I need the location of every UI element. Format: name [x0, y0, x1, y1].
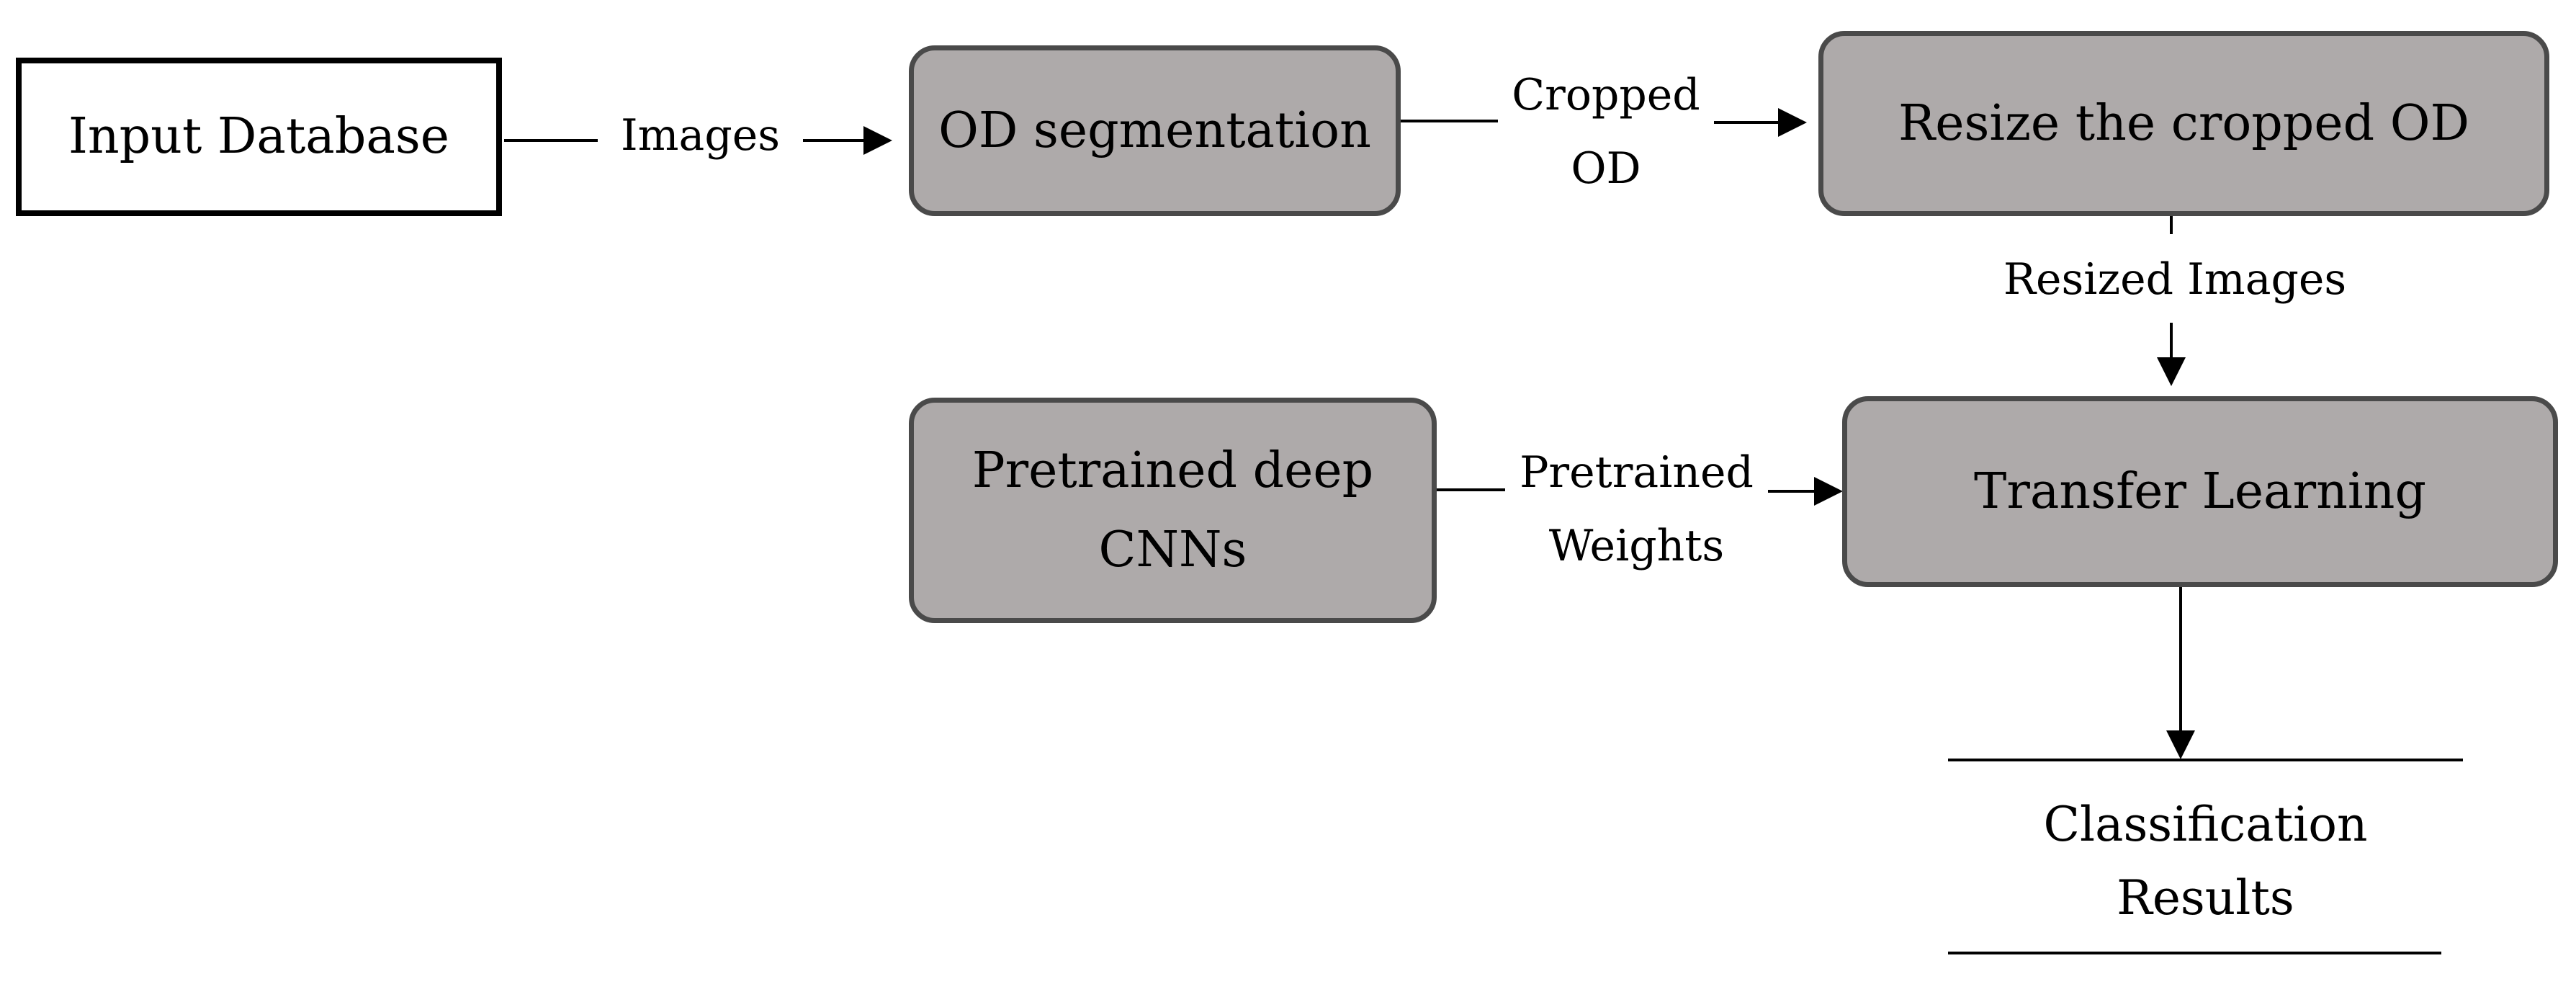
transfer-learning-label: Transfer Learning	[1974, 462, 2426, 520]
edge-label-images: Images	[620, 110, 781, 161]
edge-label-cropped-od-line1: Cropped	[1512, 70, 1700, 120]
edge-label-cropped-od-line2: OD	[1571, 143, 1641, 194]
transfer-learning-node: Transfer Learning	[1842, 396, 2558, 587]
input-database-label: Input Database	[68, 108, 450, 165]
resize-cropped-od-label: Resize the cropped OD	[1898, 94, 2469, 152]
input-database-node: Input Database	[16, 58, 502, 216]
pretrained-cnns-node: Pretrained deep CNNs	[909, 398, 1437, 623]
classification-results-line2: Results	[2117, 870, 2294, 926]
pretrained-cnns-line1: Pretrained deep	[971, 442, 1374, 499]
od-segmentation-node: OD segmentation	[909, 45, 1401, 216]
classification-results-node: Classification Results	[1948, 801, 2463, 922]
edge-label-resized-images: Resized Images	[2003, 254, 2347, 305]
edge-label-pretrained-weights: Pretrained Weights	[1509, 451, 1764, 568]
pretrained-cnns-text: Pretrained deep CNNs	[971, 442, 1374, 578]
edge-label-pretrained-weights-line2: Weights	[1548, 521, 1725, 571]
pretrained-cnns-line2: CNNs	[1098, 521, 1247, 578]
classification-results-line1: Classification	[2043, 797, 2368, 852]
edge-label-cropped-od: Cropped OD	[1502, 73, 1710, 190]
edge-label-pretrained-weights-line1: Pretrained	[1520, 447, 1754, 498]
resize-cropped-od-node: Resize the cropped OD	[1818, 31, 2549, 216]
od-segmentation-label: OD segmentation	[938, 102, 1371, 159]
